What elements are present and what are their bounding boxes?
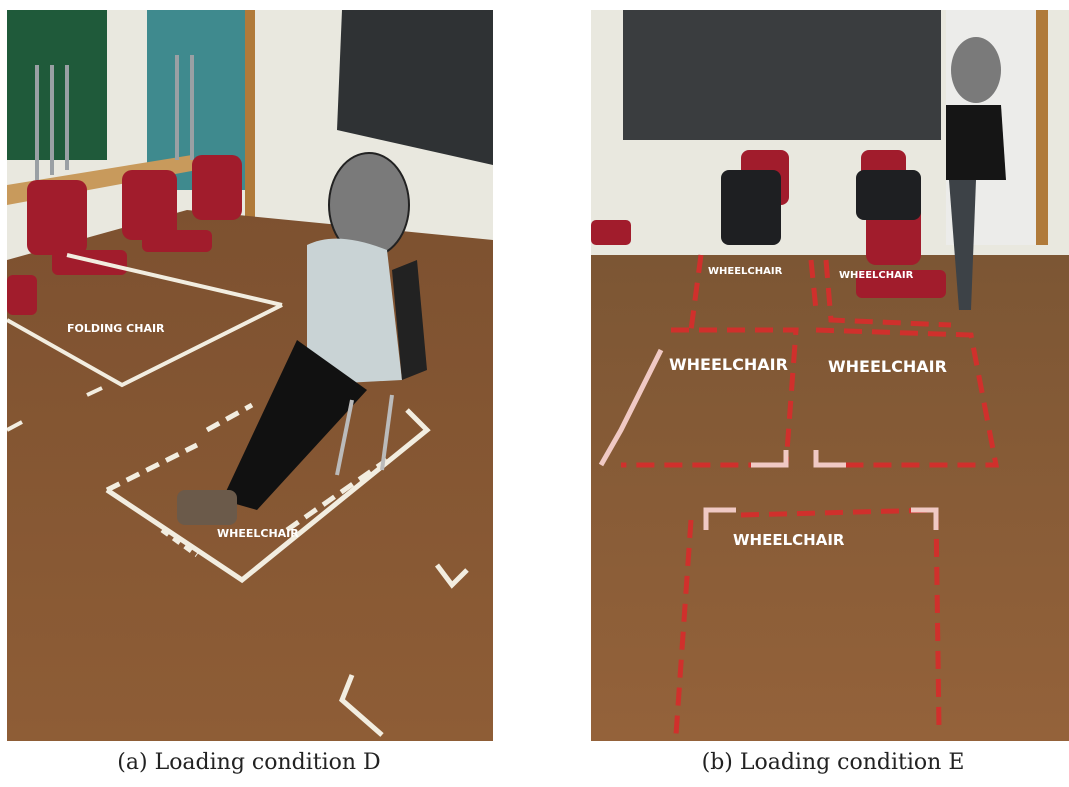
floor-label-wheelchair-middle-left: WHEELCHAIR <box>669 355 788 374</box>
caption-panel-a: (a) Loading condition D <box>117 750 381 775</box>
floor-label-wheelchair-middle-right: WHEELCHAIR <box>828 357 947 376</box>
photo-loading-condition-e: WHEELCHAIR WHEELCHAIR WHEELCHAIR WHEELCH… <box>591 10 1069 741</box>
photo-loading-condition-d: FOLDING CHAIR WHEELCHAIR <box>7 10 493 741</box>
floor-label-wheelchair-front: WHEELCHAIR <box>733 531 845 549</box>
floor-label-wheelchair-back-right: WHEELCHAIR <box>839 270 914 281</box>
floor-label-wheelchair: WHEELCHAIR <box>217 527 299 540</box>
caption-panel-b: (b) Loading condition E <box>701 750 965 775</box>
floor-label-folding-chair: FOLDING CHAIR <box>67 322 165 335</box>
floor-label-wheelchair-back-left: WHEELCHAIR <box>708 266 783 277</box>
